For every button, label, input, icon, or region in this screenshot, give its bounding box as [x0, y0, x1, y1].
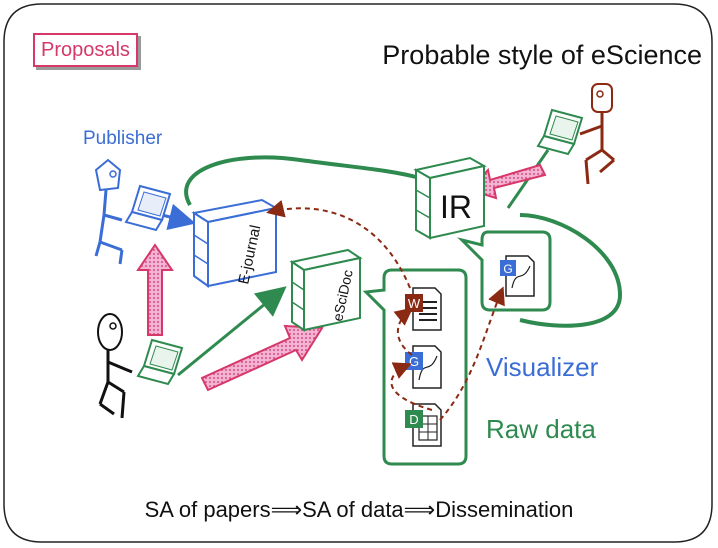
data-letter: D — [409, 412, 418, 427]
flow-data-to-graph — [390, 362, 433, 411]
ejournal-server: E-journal — [191, 198, 279, 288]
ir-server: IR — [413, 156, 487, 240]
graph-letter: G — [409, 354, 419, 369]
escidoc-server: eSciDoc — [289, 248, 363, 332]
researcher-figure — [97, 313, 133, 419]
graph-letter: G — [503, 262, 512, 276]
data-doc-icon: D — [405, 403, 442, 447]
network-loop — [184, 155, 623, 328]
word-letter: W — [408, 296, 421, 311]
visualizer-label: Visualizer — [486, 352, 599, 382]
flow-graph-to-word — [393, 307, 414, 356]
ir-label: IR — [440, 189, 472, 225]
submission-up-arrow — [136, 243, 174, 336]
publisher-laptop — [124, 184, 172, 232]
flow-data-to-ir — [439, 286, 505, 421]
ir-graph-doc-icon: G — [500, 255, 535, 297]
publisher-figure — [94, 158, 124, 265]
publisher-label: Publisher — [83, 128, 163, 149]
reader-figure — [579, 83, 615, 185]
flow-word-to-ejournal — [266, 199, 411, 289]
reader-laptop — [536, 108, 584, 156]
raw-data-label: Raw data — [486, 414, 596, 444]
proposals-tag: Proposals — [33, 33, 138, 67]
process-summary: SA of papers⟹SA of data⟹Dissemination — [144, 497, 574, 522]
researcher-laptop — [136, 338, 184, 386]
slide-title: Probable style of eScience — [382, 40, 702, 70]
data-deposit-arrow — [200, 324, 324, 392]
